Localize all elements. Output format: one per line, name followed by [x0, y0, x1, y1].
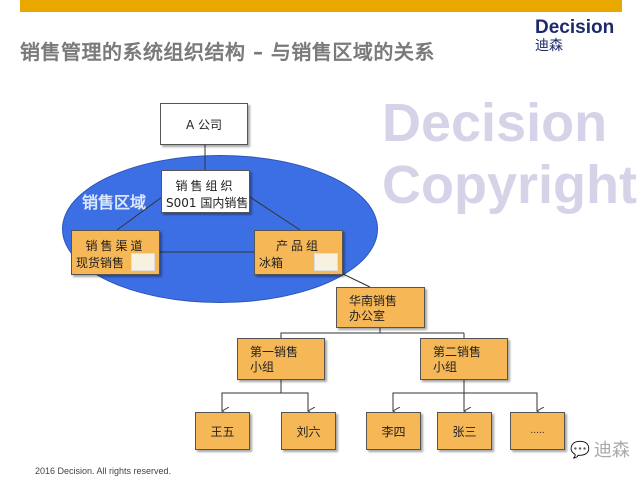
- group1-node: 第一销售 小组: [237, 338, 325, 380]
- logo-en: Decision: [535, 17, 615, 38]
- product-group-node: 产品组 冰箱: [254, 230, 343, 275]
- member-node: 刘六: [281, 412, 336, 450]
- group1-line1: 第一销售: [250, 345, 299, 359]
- member-label: .....: [530, 426, 545, 436]
- wechat-icon: 💬: [570, 439, 590, 459]
- group1-line2: 小组: [250, 360, 275, 374]
- member-node: .....: [510, 412, 565, 450]
- logo-cn: 迪森: [535, 38, 563, 54]
- office-line1: 华南销售: [349, 294, 398, 308]
- slide-title: 销售管理的系统组织结构 – 与销售区域的关系: [20, 40, 435, 64]
- member-label: 王五: [210, 424, 235, 439]
- top-accent-bar: [20, 0, 622, 12]
- footer-copyright: 2016 Decision. All rights reserved.: [35, 466, 172, 476]
- wechat-name: 迪森: [593, 440, 630, 461]
- group2-line2: 小组: [433, 360, 458, 374]
- company-label: A 公司: [185, 117, 223, 132]
- group2-node: 第二销售 小组: [420, 338, 508, 380]
- sales-org-node: 销售组织 S001 国内销售: [161, 170, 250, 213]
- wechat-badge: 💬 迪森: [570, 436, 630, 462]
- sofa-icon: [131, 253, 155, 271]
- member-node: 王五: [195, 412, 250, 450]
- product-group-sub: 冰箱: [259, 256, 284, 270]
- channel-node: 销售渠道 现货销售: [71, 230, 160, 275]
- copyright-watermark: Decision Copyright: [382, 93, 637, 215]
- company-node: A 公司: [160, 103, 248, 145]
- sales-org-title: 销售组织: [175, 179, 236, 193]
- sales-region-label: 销售区域: [82, 193, 147, 212]
- office-line2: 办公室: [349, 309, 386, 323]
- sales-org-sub: S001 国内销售: [166, 196, 249, 210]
- channel-sub: 现货销售: [76, 256, 125, 270]
- group2-line1: 第二销售: [433, 345, 482, 359]
- channel-title: 销售渠道: [85, 239, 146, 253]
- member-label: 刘六: [296, 424, 321, 439]
- member-label: 张三: [452, 424, 477, 439]
- member-label: 李四: [381, 424, 406, 439]
- member-node: 李四: [366, 412, 421, 450]
- product-group-title: 产品组: [275, 239, 321, 253]
- office-node: 华南销售 办公室: [336, 287, 425, 328]
- fridge-icon: [314, 253, 338, 271]
- logo: Decision 迪森: [535, 17, 615, 55]
- member-node: 张三: [437, 412, 492, 450]
